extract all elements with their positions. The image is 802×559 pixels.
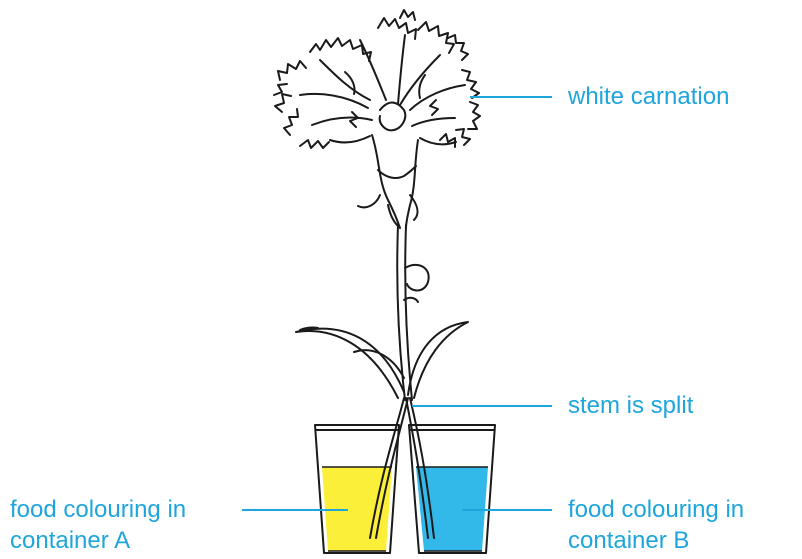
label-container-b-line1: food colouring in: [568, 496, 744, 524]
label-container-a-line2: container A: [10, 527, 130, 555]
carnation-flower-head: [274, 10, 480, 148]
label-container-a-line1: food colouring in: [10, 496, 186, 524]
leaves: [296, 322, 468, 398]
label-container-b-line2: container B: [568, 527, 689, 555]
label-stem-is-split: stem is split: [568, 392, 693, 420]
label-white-carnation: white carnation: [568, 83, 729, 111]
calyx: [358, 135, 418, 228]
